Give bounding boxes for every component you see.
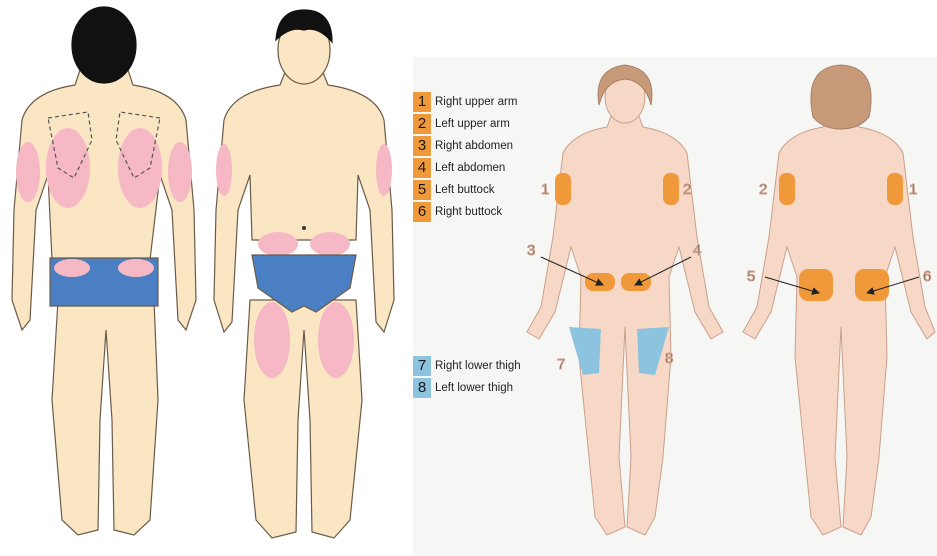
back-label-5: 5 xyxy=(747,268,755,285)
male-figures-illustration xyxy=(0,0,410,556)
male-back-head xyxy=(72,7,136,83)
front-label-1: 1 xyxy=(541,181,549,198)
male-front-navel xyxy=(302,226,306,230)
front-abdomen-zone-right xyxy=(310,232,350,256)
male-figures-panel xyxy=(0,0,410,556)
female-back-figure: 2 1 5 6 xyxy=(743,65,935,535)
front-label-2: 2 xyxy=(683,181,691,198)
front-label-8: 8 xyxy=(665,350,673,367)
back-scapula-zone-right xyxy=(118,128,162,208)
front-zone-1 xyxy=(555,173,571,205)
front-arm-zone-right xyxy=(376,144,392,196)
female-back-body xyxy=(743,111,935,535)
female-figures-panel: 1 Right upper arm 2 Left upper arm 3 Rig… xyxy=(413,57,937,556)
male-front-figure xyxy=(214,10,394,538)
back-zone-5 xyxy=(799,269,833,301)
female-front-figure: 1 2 3 4 7 8 xyxy=(527,65,723,535)
front-zone-4 xyxy=(621,273,651,291)
male-back-legs xyxy=(52,300,158,535)
front-label-7: 7 xyxy=(557,356,565,373)
back-label-2: 2 xyxy=(759,181,767,198)
male-back-figure xyxy=(12,7,196,535)
female-front-body xyxy=(527,111,723,535)
front-thigh-zone-right xyxy=(318,302,354,378)
front-abdomen-zone-left xyxy=(258,232,298,256)
front-label-3: 3 xyxy=(527,242,535,259)
front-arm-zone-left xyxy=(216,144,232,196)
back-scapula-zone-left xyxy=(46,128,90,208)
front-zone-7 xyxy=(569,327,601,375)
back-zone-6 xyxy=(855,269,889,301)
back-label-1: 1 xyxy=(909,181,917,198)
front-label-4: 4 xyxy=(693,242,701,259)
female-back-hair xyxy=(811,65,871,129)
back-zone-2 xyxy=(779,173,795,205)
back-buttock-zone-right xyxy=(118,259,154,277)
female-figures-illustration: 1 2 3 4 7 8 2 1 5 6 xyxy=(413,57,937,556)
front-zone-2 xyxy=(663,173,679,205)
back-buttock-zone-left xyxy=(54,259,90,277)
back-arm-zone-left xyxy=(16,142,40,202)
front-zone-3 xyxy=(585,273,615,291)
back-label-6: 6 xyxy=(923,268,931,285)
back-zone-1 xyxy=(887,173,903,205)
back-arm-zone-right xyxy=(168,142,192,202)
front-thigh-zone-left xyxy=(254,302,290,378)
